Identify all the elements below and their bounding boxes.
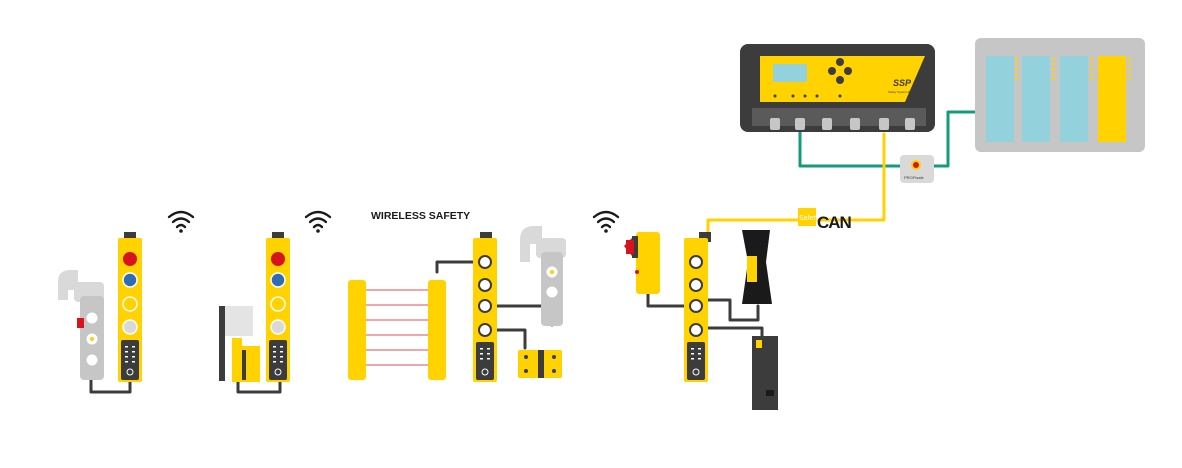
green-cable-to-plc [930,110,977,168]
control-station-1 [118,232,142,382]
profisafe-module: PROFIsafe [900,155,934,183]
cable-hinge [483,328,527,350]
wifi-icon [304,210,332,233]
cable-door-lock [691,298,760,322]
io-module-1 [473,232,497,382]
safety-controller: SSP Safety System Products [740,44,935,132]
controller-brand: SSP [893,78,912,88]
control-station-2 [266,232,290,382]
gate-switch [219,306,260,382]
cable-handle-1 [89,376,132,394]
plc-rack [975,38,1145,152]
switch-box [752,336,778,410]
light-curtain [348,280,446,380]
wifi-icon [592,210,620,233]
cable-gate-1 [236,378,282,394]
io-module-2 [684,232,711,382]
safety-prefix-label: Safety [799,215,819,222]
controller-display [773,64,807,82]
hinge-switch [518,350,562,378]
can-label: CAN [817,213,852,232]
wifi-icon [167,210,195,233]
cable-estop [646,290,695,308]
safety-handle-1 [58,270,104,380]
emergency-stop [624,232,660,294]
cable-lightcurtain [435,260,487,274]
can-label-group: Safety CAN [798,208,853,232]
cables [89,110,977,394]
yellow-can-cable [706,132,886,240]
wireless-safety-title: WIRELESS SAFETY [371,210,470,222]
profisafe-label: PROFIsafe [904,175,925,180]
controller-connectors [770,118,915,130]
controller-dpad [828,58,852,84]
safety-handle-2 [520,226,566,326]
door-lock [742,230,772,304]
green-cable-controller-left [798,130,886,168]
controller-brand-sub: Safety System Products [888,90,921,94]
